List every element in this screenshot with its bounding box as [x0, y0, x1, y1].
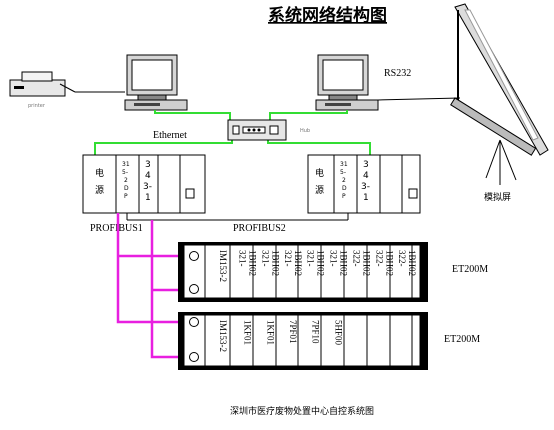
rack2-module-3: 7PF01 [288, 320, 298, 344]
plc2-cpu-2: 5- [340, 169, 346, 176]
projection-screen-icon [450, 3, 549, 185]
plc-rack-1: 电 源 31 5- 2 D P 3 4 3- 1 [82, 154, 206, 214]
profibus1-label: PROFIBUS1 [90, 223, 143, 234]
plc1-cp-2: 4 [145, 171, 151, 181]
plc1-power-1: 电 [95, 167, 104, 179]
rack1-module-8-line1: 322- [397, 250, 407, 267]
rack2-module-1: 1KF01 [243, 320, 253, 345]
workstation-1-icon [124, 54, 188, 111]
plc1-cpu-1: 31 [122, 161, 130, 168]
rs232-label: RS232 [384, 68, 411, 79]
rack1-module-6-line2: 1BH02 [362, 250, 372, 276]
plc2-cpu-3: 2 [342, 177, 346, 184]
ethernet-cable [94, 110, 371, 156]
rack1-module-1-line1: 321- [238, 250, 248, 267]
rack2-module-4: 7PF10 [311, 320, 321, 344]
plc2-cp-1: 3 [363, 160, 369, 170]
rack1-module-4-line1: 321- [306, 250, 316, 267]
plc1-cpu-2: 5- [122, 169, 128, 176]
plc1-cpu-5: P [124, 193, 128, 200]
rack1-module-8-line2: 1BH02 [407, 250, 417, 276]
hub-label: Hub [300, 128, 310, 134]
plc2-cp-2: 4 [363, 171, 369, 181]
rack1-module-4-line2: 1BH02 [316, 250, 326, 276]
rack1-module-2-line2: 1BH02 [271, 250, 281, 276]
diagram-title: 系统网络结构图 [268, 5, 387, 26]
ethernet-label: Ethernet [153, 130, 187, 141]
plc2-cpu-1: 31 [340, 161, 348, 168]
printer-label: printer [28, 103, 46, 109]
hub-icon [227, 119, 287, 141]
plc2-cp-3: 3- [361, 182, 370, 192]
rack1-module-6-line1: 322- [352, 250, 362, 267]
plc1-cp-4: 1 [145, 193, 151, 203]
profibus2-label: PROFIBUS2 [233, 223, 286, 234]
et200m-1-label: ET200M [452, 264, 488, 275]
et200m-rack-1 [178, 242, 428, 302]
plc-rack-2: 电 源 31 5- 2 D P 3 4 3- 1 [307, 154, 421, 214]
et200m-2-label: ET200M [444, 334, 480, 345]
printer-icon [9, 71, 125, 97]
plc1-cpu-4: D [124, 185, 129, 192]
plc2-power-1: 电 [315, 167, 324, 179]
rack2-module-labels: IM153-2 1KF01 1KF01 7PF01 7PF10 5HF00 [218, 320, 344, 352]
rack2-module-5: 5HF00 [334, 320, 344, 346]
rack2-module-2: 1KF01 [266, 320, 276, 345]
rack1-im-label: IM153-2 [218, 250, 228, 282]
et200m-rack-2 [178, 312, 428, 370]
rack1-module-5-line2: 1BH02 [339, 250, 349, 276]
rack1-module-7-line2: 1BH02 [385, 250, 395, 276]
rack2-im-label: IM153-2 [218, 320, 228, 352]
rack1-module-2-line1: 321- [261, 250, 271, 267]
rack1-module-5-line1: 321- [329, 250, 339, 267]
projector-label: 模拟屏 [484, 191, 511, 203]
workstation-2-icon [315, 54, 379, 111]
rack1-module-7-line1: 322- [375, 250, 385, 267]
plc2-cpu-4: D [342, 185, 347, 192]
plc1-cp-1: 3 [145, 160, 151, 170]
plc1-cpu-3: 2 [124, 177, 128, 184]
footer-caption: 深圳市医疗废物处置中心自控系统图 [230, 405, 374, 417]
plc1-power-2: 源 [95, 185, 104, 196]
plc1-cp-3: 3- [143, 182, 152, 192]
plc2-cpu-5: P [342, 193, 346, 200]
rack1-module-1-line2: 1BH02 [248, 250, 258, 276]
rack1-module-3-line2: 1BH02 [293, 250, 303, 276]
plc2-power-2: 源 [315, 185, 324, 196]
plc2-cp-4: 1 [363, 193, 369, 203]
rack1-module-3-line1: 321- [283, 250, 293, 267]
